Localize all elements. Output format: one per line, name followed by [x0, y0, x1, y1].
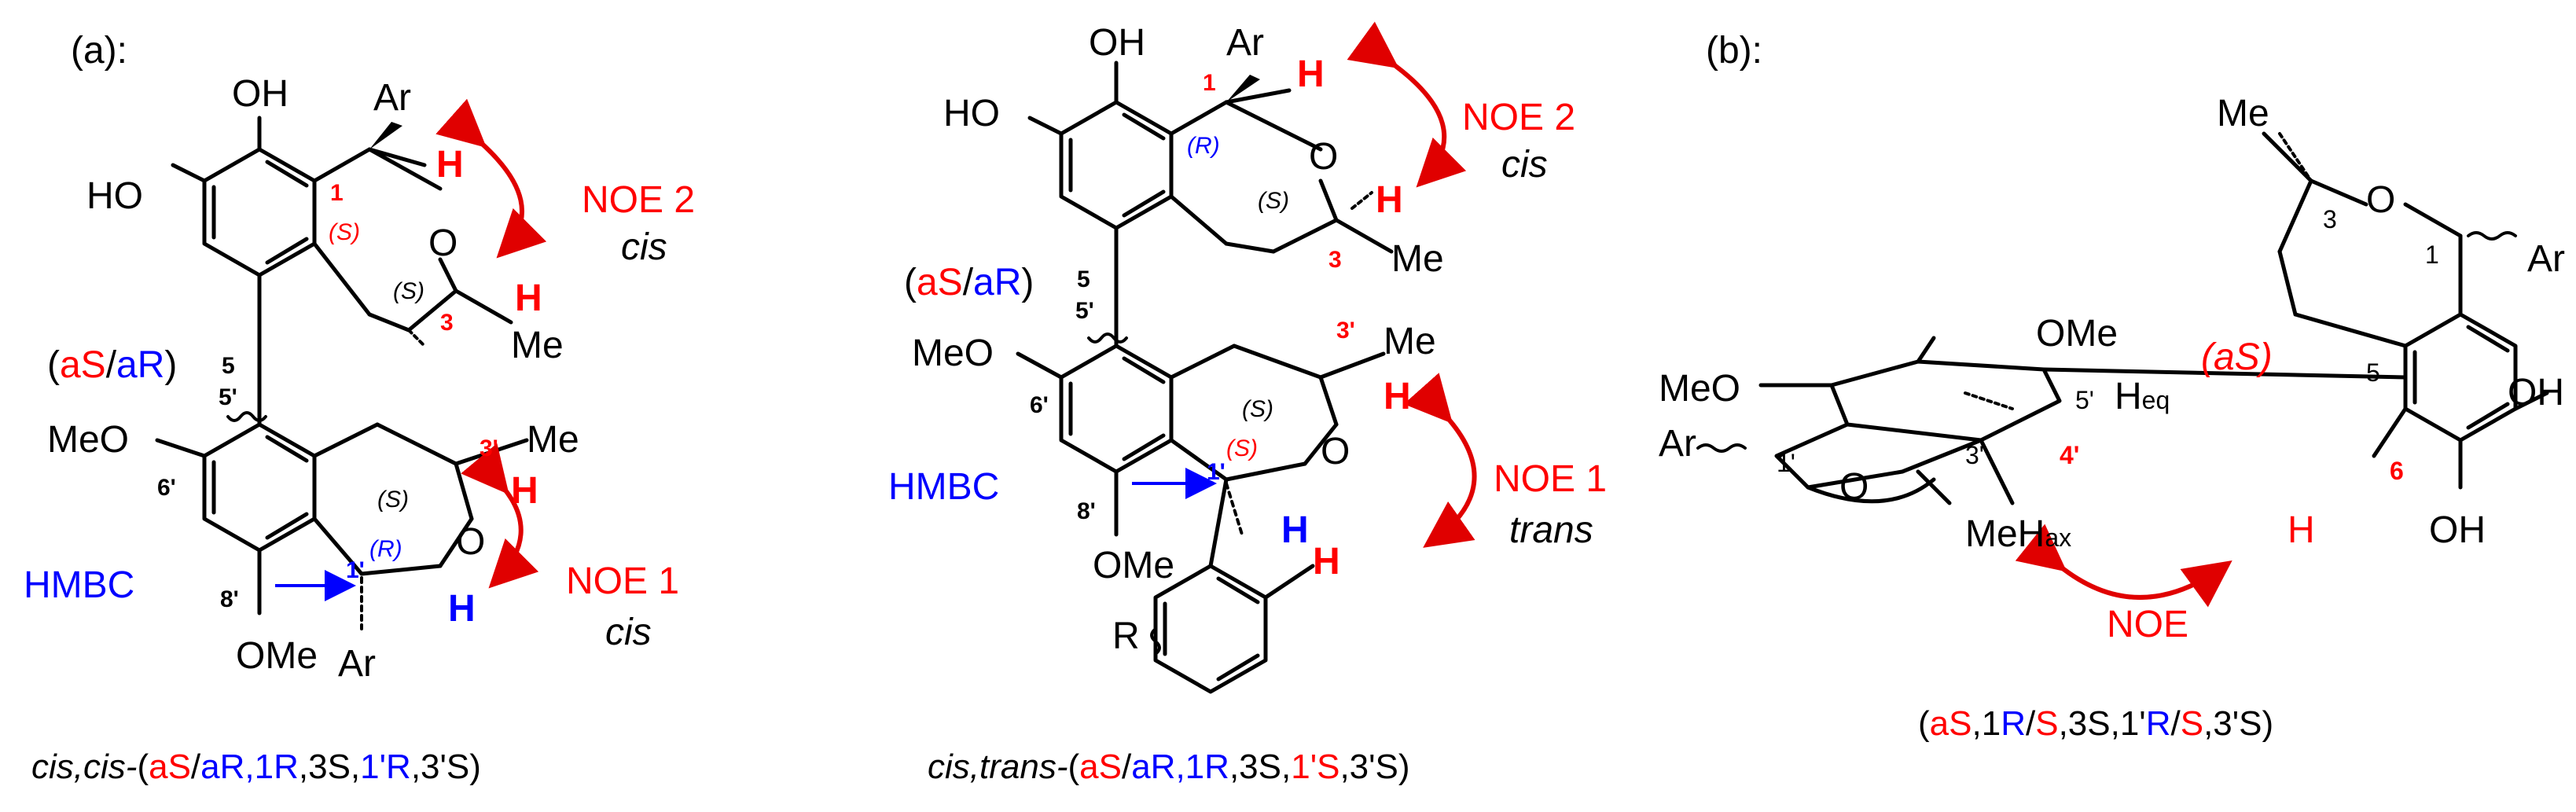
s3-ar-left: Ar	[1659, 423, 1696, 465]
s3-h-6: H	[2288, 509, 2315, 551]
s2-cfg-s-1p: (S)	[1226, 435, 1258, 461]
s1-oh-top: OH	[232, 73, 288, 115]
s1-h-3: H	[515, 277, 542, 319]
s1-num-3p: 3'	[480, 435, 498, 461]
s3-num-3: 3	[2323, 205, 2337, 233]
s3-num-5p: 5'	[2075, 386, 2094, 414]
s2-o-ring: O	[1309, 136, 1338, 178]
s3-num-6: 6	[2390, 457, 2404, 485]
s3-axial: (aS)	[2201, 336, 2273, 378]
s1-ho-left: HO	[86, 175, 143, 217]
s3-num-1: 1	[2425, 241, 2439, 269]
s2-caption: cis,trans-(aS/aR,1R,3S,1'S,3'S)	[928, 748, 1410, 786]
s2-me-3: Me	[1391, 238, 1444, 280]
s2-ome: OMe	[1093, 545, 1174, 586]
s2-hmbc: HMBC	[888, 466, 999, 508]
s2-noe2: NOE 2	[1462, 97, 1575, 138]
s3-num-1p: 1'	[1777, 449, 1795, 477]
s3-noe: NOE	[2107, 604, 2188, 645]
structure-3d-conformer: Me 3 O 1 Ar OMe (aS) 5 OH MeO 5' Heq Ar …	[1659, 93, 2565, 743]
s3-ar-right: Ar	[2527, 238, 2565, 280]
s1-caption: cis,cis-(aS/aR,1R,3S,1'R,3'S)	[31, 748, 481, 786]
panel-b-label: (b):	[1706, 30, 1762, 72]
s1-meo: MeO	[47, 419, 129, 461]
s3-num-5: 5	[2366, 358, 2380, 387]
s2-h-1p: H	[1281, 509, 1309, 551]
s1-me-3: Me	[511, 325, 564, 366]
s1-ar-bottom: Ar	[338, 643, 376, 685]
s1-noe1-sub: cis	[605, 612, 652, 653]
s2-num-8p: 8'	[1077, 498, 1096, 524]
s2-meo: MeO	[912, 333, 994, 374]
s1-ome: OMe	[236, 635, 318, 677]
s1-me-3p: Me	[527, 419, 579, 461]
s1-num-5: 5	[222, 353, 235, 379]
s2-num-3p: 3'	[1336, 318, 1355, 344]
s1-num-6p: 6'	[157, 475, 176, 501]
s2-h-3p: H	[1384, 376, 1411, 417]
s1-axial-label: (aS/aR)	[47, 344, 177, 386]
s2-cfg-s-3p: (S)	[1242, 396, 1273, 422]
s3-oh-bottom: OH	[2429, 509, 2486, 551]
s1-h-3p: H	[511, 470, 538, 512]
s2-num-5p: 5'	[1075, 298, 1094, 324]
s1-num-8p: 8'	[220, 586, 239, 612]
s1-h-top: H	[436, 144, 464, 186]
s2-oh-top: OH	[1089, 22, 1145, 64]
s3-o-ring: O	[2366, 179, 2395, 221]
s1-o-ring: O	[428, 222, 458, 264]
s3-me-h: MeHax	[1965, 513, 2071, 555]
s2-r-sub: R	[1112, 615, 1140, 657]
s2-num-3: 3	[1328, 247, 1342, 273]
s1-num-1: 1	[330, 180, 344, 206]
s2-num-1p: 1'	[1207, 459, 1226, 485]
s1-ar-top: Ar	[373, 77, 411, 119]
s1-num-1p: 1'	[346, 557, 365, 583]
s2-h-3: H	[1376, 179, 1403, 221]
s1-cfg-s-1: (S)	[329, 219, 360, 245]
s2-cfg-s-3: (S)	[1258, 188, 1289, 214]
s2-cfg-r-1: (R)	[1187, 133, 1220, 159]
s1-cfg-s-3: (S)	[393, 278, 424, 304]
s1-cfg-s-3p: (S)	[377, 487, 409, 513]
s2-axial-label: (aS/aR)	[904, 262, 1034, 303]
s3-h-eq: Heq	[2115, 376, 2170, 417]
s2-noe1: NOE 1	[1494, 458, 1607, 500]
structure-cis-trans: OH HO Ar 1 H (R) O (S) H 3 Me NOE 2 cis …	[888, 21, 1607, 786]
s2-num-1: 1	[1203, 70, 1216, 96]
s2-h-ar: H	[1313, 541, 1340, 582]
s2-me-3p: Me	[1384, 321, 1436, 362]
s3-oh-right: OH	[2508, 372, 2564, 413]
s2-ho-left: HO	[943, 93, 1000, 134]
s3-caption: (aS,1R/S,3S,1'R/S,3'S)	[1918, 704, 2273, 743]
s1-o-ring2: O	[456, 521, 485, 563]
s2-num-6p: 6'	[1030, 392, 1049, 418]
s1-cfg-r-1p: (R)	[369, 536, 402, 562]
s3-o-left: O	[1839, 466, 1869, 508]
s1-noe2: NOE 2	[582, 179, 695, 221]
s2-noe1-sub: trans	[1509, 509, 1593, 551]
structure-cis-cis: OH HO Ar H 1 (S) O (S) H 3 Me NOE 2 cis …	[24, 73, 695, 786]
s2-o-ring2: O	[1321, 431, 1350, 472]
s3-ome: OMe	[2036, 313, 2118, 355]
s1-h-1p: H	[448, 588, 476, 630]
s3-meo: MeO	[1659, 368, 1740, 410]
s3-me-top: Me	[2217, 93, 2269, 134]
s3-num-4p: 4'	[2060, 441, 2079, 469]
s3-num-3p: 3'	[1965, 441, 1984, 469]
s1-num-3: 3	[440, 310, 454, 336]
s1-num-5p: 5'	[219, 384, 237, 410]
s2-ar-top: Ar	[1226, 22, 1264, 64]
panel-a-label: (a):	[71, 30, 127, 72]
s1-hmbc: HMBC	[24, 564, 134, 606]
s1-noe1: NOE 1	[566, 560, 679, 602]
s2-noe2-sub: cis	[1501, 144, 1548, 186]
s2-h-1: H	[1297, 53, 1325, 95]
s1-noe2-sub: cis	[621, 226, 667, 268]
s2-num-5: 5	[1077, 266, 1090, 292]
